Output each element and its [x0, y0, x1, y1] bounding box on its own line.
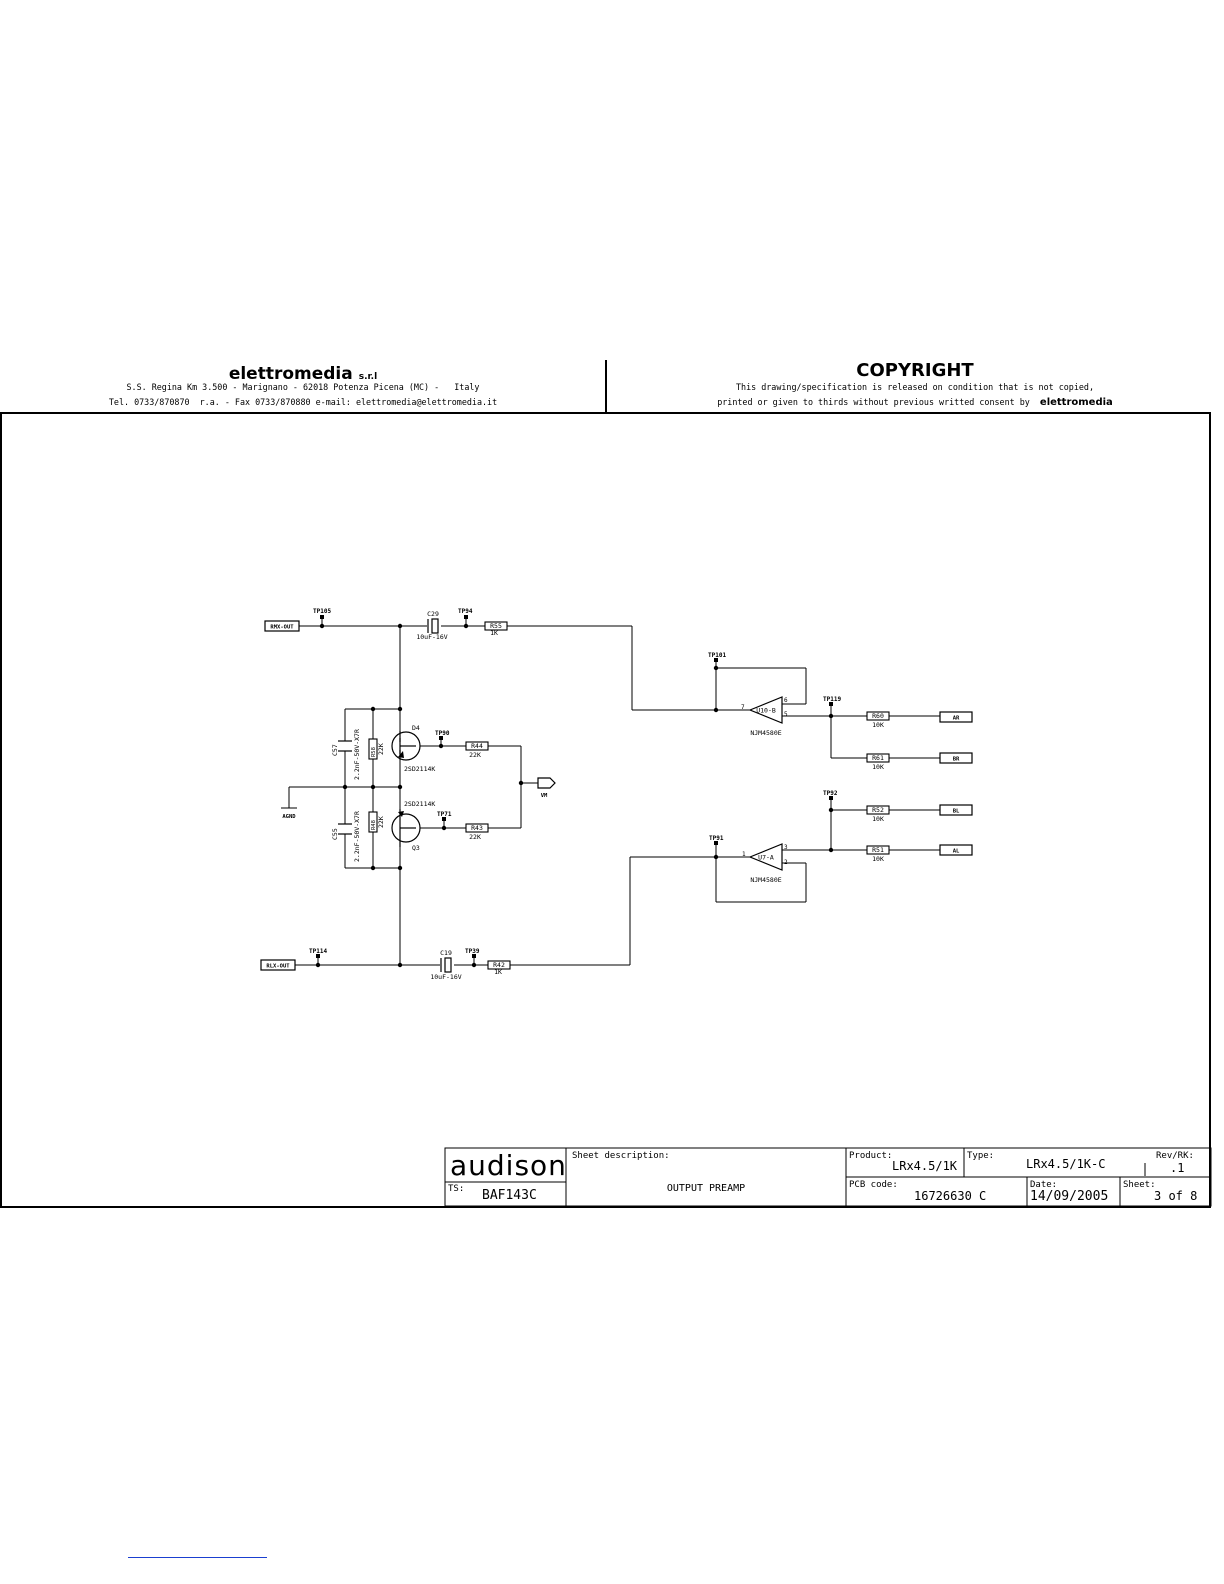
sheet-label: Sheet:	[1123, 1180, 1156, 1190]
u7a-label: U7-A	[758, 854, 774, 862]
u10-pin-5: 5	[784, 711, 788, 718]
u10-pin-6: 6	[784, 697, 788, 704]
c57-label: C57	[331, 744, 339, 756]
q-top-part: 2SD2114K	[404, 765, 435, 773]
company-contact: Tel. 0733/870870 r.a. - Fax 0733/870880 …	[108, 397, 498, 407]
audison-logo: audison	[450, 1149, 567, 1182]
r55-label: R55	[490, 622, 502, 630]
tp105-label: TP105	[313, 608, 331, 615]
company-address: S.S. Regina Km 3.500 - Marignano - 62018…	[126, 382, 480, 392]
product-label: Product:	[849, 1151, 893, 1161]
sheet-description-value: OUTPUT PREAMP	[666, 1183, 746, 1194]
u10b-label: U10-B	[756, 707, 776, 715]
c19-value: 10uF-16V	[430, 973, 461, 981]
port-rlx-out: RLX-OUT	[266, 964, 290, 970]
r43-label: R43	[471, 824, 483, 832]
u7-pin-2: 2	[784, 859, 788, 866]
tp101-label: TP101	[708, 652, 726, 659]
c57-value: 2.2nF-50V-X7R	[353, 729, 361, 780]
u7-pin-3: 3	[784, 844, 788, 851]
pcb-code-value: 16726630 C	[914, 1189, 987, 1203]
tp91-label: TP91	[709, 835, 724, 842]
rev-label: Rev/RK:	[1156, 1151, 1194, 1161]
tp71-label: TP71	[437, 811, 452, 818]
r42-label: R42	[493, 961, 505, 969]
r52-value: 10K	[872, 815, 884, 823]
u10b-part: NJM4580E	[750, 729, 781, 737]
d4-label: D4	[412, 724, 420, 732]
r58-label: R58	[371, 747, 377, 757]
q3-label: Q3	[412, 844, 420, 852]
r44-label: R44	[471, 742, 483, 750]
r60-value: 10K	[872, 721, 884, 729]
r48-label: R48	[371, 820, 377, 830]
tp90-label: TP90	[435, 730, 450, 737]
r52-label: R52	[872, 806, 884, 814]
port-rmx-out: RMX-OUT	[270, 625, 294, 631]
u7-pin-out: 1	[742, 851, 746, 858]
tp39-label: TP39	[465, 948, 480, 955]
port-bl: BL	[953, 809, 960, 815]
c19-label: C19	[440, 949, 452, 957]
copyright-line-2: printed or given to thirds without previ…	[717, 397, 1113, 408]
type-label: Type:	[967, 1151, 995, 1161]
r55-value: 1K	[490, 629, 498, 637]
c29-value: 10uF-16V	[416, 633, 447, 641]
footer-link-underline[interactable]	[128, 1557, 267, 1558]
date-label: Date:	[1030, 1180, 1058, 1190]
sheet-description-label: Sheet description:	[572, 1151, 670, 1161]
r51-value: 10K	[872, 855, 884, 863]
r61-label: R61	[872, 754, 884, 762]
rev-value: .1	[1170, 1161, 1185, 1175]
ts-value: BAF143C	[482, 1188, 537, 1203]
product-value: LRx4.5/1K	[892, 1159, 958, 1173]
ts-label: TS:	[448, 1184, 465, 1194]
r60-label: R60	[872, 712, 884, 720]
tp119-label: TP119	[823, 696, 841, 703]
r51-label: R51	[872, 846, 884, 854]
c55-label: C55	[331, 828, 339, 840]
copyright-brand: elettromedia	[1039, 397, 1113, 408]
r43-value: 22K	[469, 833, 481, 841]
date-value: 14/09/2005	[1030, 1189, 1109, 1204]
port-vm: VM	[541, 793, 548, 799]
r58-value: 22K	[377, 743, 385, 755]
u10-pin-out: 7	[741, 704, 745, 711]
r48-value: 22K	[377, 816, 385, 828]
u7a-part: NJM4580E	[750, 876, 781, 884]
tp94-label: TP94	[458, 608, 473, 615]
port-br: BR	[953, 757, 960, 763]
r42-value: 1K	[494, 968, 502, 976]
company-suffix: s.r.l	[358, 372, 378, 382]
r61-value: 10K	[872, 763, 884, 771]
copyright-line-1: This drawing/specification is released o…	[736, 382, 1094, 392]
port-ar: AR	[953, 716, 960, 722]
pcb-code-label: PCB code:	[849, 1180, 898, 1190]
title-block-grid	[444, 1147, 1212, 1207]
c55-value: 2.2nF-50V-X7R	[353, 811, 361, 862]
port-agnd: AGND	[282, 814, 296, 820]
header-divider	[605, 360, 607, 412]
tp114-label: TP114	[309, 948, 327, 955]
type-value: LRx4.5/1K-C	[1026, 1157, 1106, 1171]
tp92-label: TP92	[823, 790, 838, 797]
q-bottom-part: 2SD2114K	[404, 800, 435, 808]
drawing-frame	[0, 412, 1211, 1208]
c29-label: C29	[427, 610, 439, 618]
sheet-value: 3 of 8	[1154, 1189, 1198, 1203]
r44-value: 22K	[469, 751, 481, 759]
port-al: AL	[953, 849, 960, 855]
copyright-title: COPYRIGHT	[856, 360, 974, 381]
